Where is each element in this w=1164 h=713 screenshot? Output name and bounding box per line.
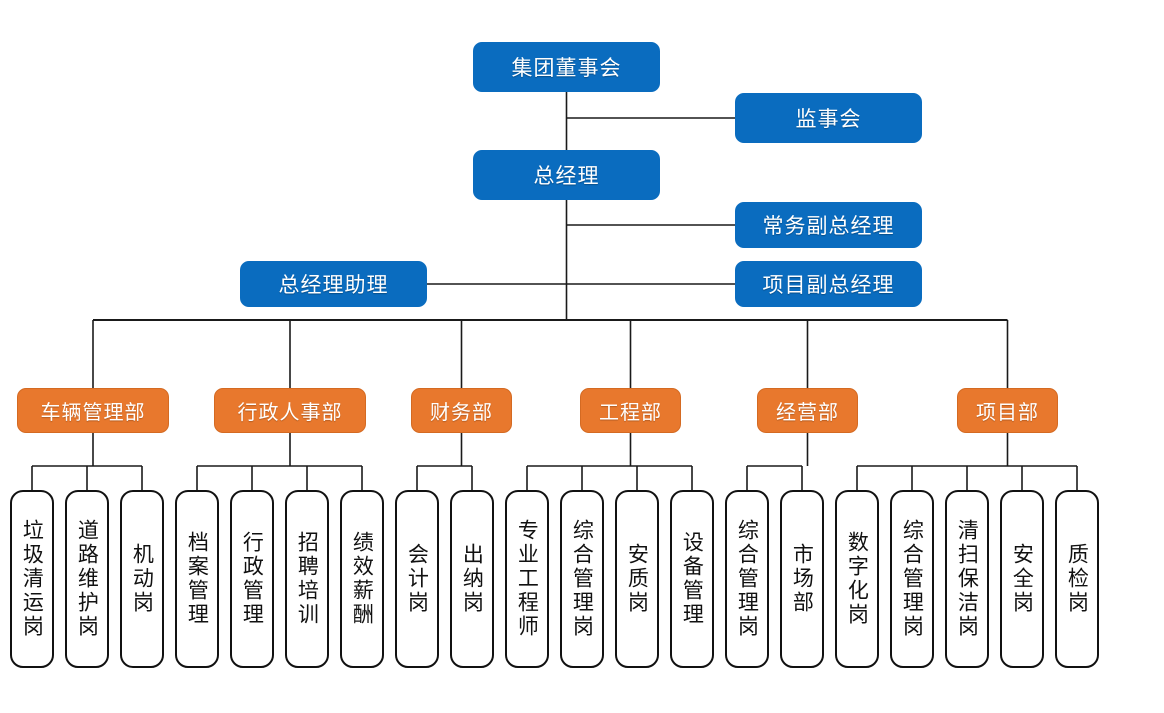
- node-department-2[interactable]: 财务部: [411, 388, 512, 433]
- node-position-5-1[interactable]: 综合管理岗: [890, 490, 934, 668]
- node-position-label: 出纳岗: [460, 543, 485, 615]
- node-position-3-1[interactable]: 综合管理岗: [560, 490, 604, 668]
- node-department-4[interactable]: 经营部: [757, 388, 858, 433]
- node-position-label: 安质岗: [625, 543, 650, 615]
- node-position-1-0[interactable]: 档案管理: [175, 490, 219, 668]
- node-position-1-2[interactable]: 招聘培训: [285, 490, 329, 668]
- node-project-vice-general-manager[interactable]: 项目副总经理: [735, 261, 922, 307]
- node-position-4-1[interactable]: 市场部: [780, 490, 824, 668]
- node-supervisory-board[interactable]: 监事会: [735, 93, 922, 143]
- node-position-5-2[interactable]: 清扫保洁岗: [945, 490, 989, 668]
- node-executive-vice-general-manager[interactable]: 常务副总经理: [735, 202, 922, 248]
- node-position-label: 设备管理: [680, 531, 705, 627]
- node-position-4-0[interactable]: 综合管理岗: [725, 490, 769, 668]
- node-position-0-2[interactable]: 机动岗: [120, 490, 164, 668]
- node-position-2-1[interactable]: 出纳岗: [450, 490, 494, 668]
- node-position-5-4[interactable]: 质检岗: [1055, 490, 1099, 668]
- node-position-label: 质检岗: [1065, 543, 1090, 615]
- node-position-label: 综合管理岗: [900, 519, 925, 639]
- node-department-5[interactable]: 项目部: [957, 388, 1058, 433]
- node-position-3-2[interactable]: 安质岗: [615, 490, 659, 668]
- node-position-label: 垃圾清运岗: [20, 519, 45, 639]
- node-position-label: 综合管理岗: [570, 519, 595, 639]
- node-position-label: 综合管理岗: [735, 519, 760, 639]
- node-position-label: 市场部: [790, 543, 815, 615]
- node-board-of-directors-label: 集团董事会: [511, 57, 622, 80]
- node-position-label: 安全岗: [1010, 543, 1035, 615]
- node-position-label: 招聘培训: [295, 531, 320, 627]
- node-position-label: 档案管理: [185, 531, 210, 627]
- node-department-label: 项目部: [976, 402, 1039, 424]
- node-department-1[interactable]: 行政人事部: [214, 388, 366, 433]
- node-position-label: 道路维护岗: [75, 519, 100, 639]
- node-department-label: 工程部: [599, 402, 662, 424]
- node-executive-vice-general-manager-label: 常务副总经理: [762, 215, 895, 238]
- node-department-0[interactable]: 车辆管理部: [17, 388, 169, 433]
- node-position-3-0[interactable]: 专业工程师: [505, 490, 549, 668]
- node-position-label: 会计岗: [405, 543, 430, 615]
- node-department-label: 行政人事部: [237, 402, 343, 424]
- node-position-label: 数字化岗: [845, 531, 870, 627]
- node-department-label: 经营部: [776, 402, 839, 424]
- node-department-label: 财务部: [430, 402, 493, 424]
- node-position-1-3[interactable]: 绩效薪酬: [340, 490, 384, 668]
- node-general-manager-label: 总经理: [533, 165, 600, 188]
- node-general-manager[interactable]: 总经理: [473, 150, 660, 200]
- node-position-1-1[interactable]: 行政管理: [230, 490, 274, 668]
- node-position-label: 专业工程师: [515, 519, 540, 639]
- node-position-5-0[interactable]: 数字化岗: [835, 490, 879, 668]
- node-board-of-directors[interactable]: 集团董事会: [473, 42, 660, 92]
- node-position-label: 行政管理: [240, 531, 265, 627]
- node-position-3-3[interactable]: 设备管理: [670, 490, 714, 668]
- node-position-5-3[interactable]: 安全岗: [1000, 490, 1044, 668]
- node-supervisory-board-label: 监事会: [795, 108, 862, 131]
- node-department-label: 车辆管理部: [40, 402, 146, 424]
- node-position-label: 清扫保洁岗: [955, 519, 980, 639]
- node-position-0-1[interactable]: 道路维护岗: [65, 490, 109, 668]
- node-position-label: 机动岗: [130, 543, 155, 615]
- node-general-manager-assistant-label: 总经理助理: [278, 274, 389, 297]
- node-department-3[interactable]: 工程部: [580, 388, 681, 433]
- node-position-2-0[interactable]: 会计岗: [395, 490, 439, 668]
- node-position-label: 绩效薪酬: [350, 531, 375, 627]
- node-position-0-0[interactable]: 垃圾清运岗: [10, 490, 54, 668]
- node-general-manager-assistant[interactable]: 总经理助理: [240, 261, 427, 307]
- node-project-vice-general-manager-label: 项目副总经理: [762, 274, 895, 297]
